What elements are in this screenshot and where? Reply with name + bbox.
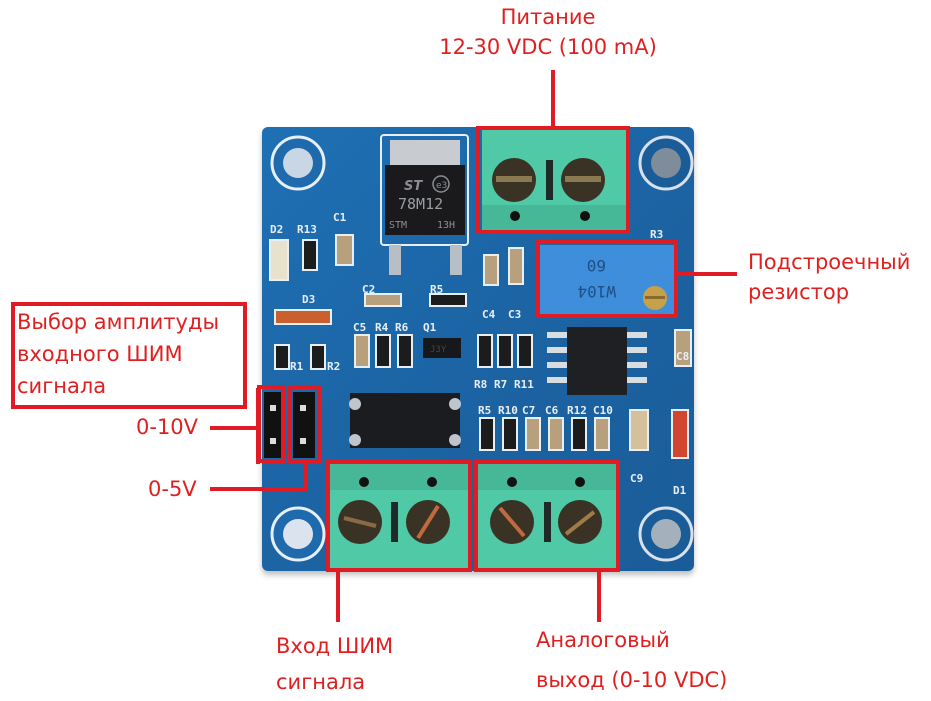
jumper-5v-highlight — [288, 385, 321, 463]
pwm-input-label-line-2: сигнала — [276, 670, 366, 694]
trimmer-marking-1: 60 — [587, 256, 606, 275]
jumper-5v-label: 0-5V — [148, 477, 197, 501]
power-label: Питание 12-30 VDC (100 mA) — [428, 2, 668, 62]
jumper-10v-label: 0-10V — [136, 415, 199, 439]
silk-q1: Q1 — [423, 321, 437, 334]
silk-r5-top: R5 — [430, 283, 443, 296]
pwm-input-highlight — [326, 460, 472, 572]
silk-r1: R1 — [290, 360, 304, 373]
amplitude-select-label: Выбор амплитуды входного ШИМ сигнала — [17, 306, 219, 402]
silk-r5: R5 — [478, 404, 491, 417]
silk-r6: R6 — [395, 321, 409, 334]
silkscreen-labels: D2 R13 C1 D3 C2 R5 C5 R4 R6 Q1 R1 R2 C4 … — [270, 211, 689, 497]
analog-output-terminal-block — [478, 464, 616, 568]
regulator-marking: 78M12 — [398, 195, 443, 213]
optocoupler — [349, 393, 461, 448]
power-terminal-block — [482, 130, 627, 230]
transistor-marking: J3Y — [430, 345, 447, 355]
st-logo-icon: ST — [404, 179, 423, 194]
silk-c2: C2 — [362, 283, 375, 296]
jumper-10v-leader-line — [210, 426, 258, 430]
pwm-input-terminal-block — [330, 464, 468, 568]
analog-output-highlight — [474, 460, 620, 572]
pwm-input-leader-line — [336, 572, 340, 622]
silk-r4: R4 — [375, 321, 389, 334]
regulator-code: 13H — [437, 220, 455, 231]
silk-d2: D2 — [270, 223, 283, 236]
rohs-mark: e3 — [436, 181, 447, 191]
mounting-hole-bottom-right — [638, 506, 694, 562]
silk-r13: R13 — [297, 223, 317, 236]
jumper-5v-leader-line-h — [210, 487, 308, 491]
power-terminal-highlight — [476, 126, 630, 234]
silk-r8: R8 — [474, 378, 487, 391]
silk-c7: C7 — [522, 404, 535, 417]
amplitude-select-box — [11, 302, 247, 409]
silk-c8: C8 — [676, 350, 689, 363]
trimmer-highlight — [535, 240, 678, 318]
power-label-line-1: Питание — [500, 5, 596, 29]
opamp-ic — [547, 327, 647, 395]
amplitude-label-line-1: Выбор амплитуды — [17, 310, 220, 334]
silk-c9: C9 — [630, 472, 643, 485]
mounting-hole-bottom-left — [270, 506, 326, 562]
silk-r7: R7 — [494, 378, 507, 391]
analog-output-leader-line — [597, 572, 601, 622]
mounting-hole-top-left — [270, 135, 326, 191]
trimmer-label-line-2: резистор — [748, 280, 850, 304]
power-leader-line — [551, 70, 555, 128]
silk-r10: R10 — [498, 404, 518, 417]
pwm-input-label: Вход ШИМ сигнала — [276, 628, 393, 700]
transistor-q1: J3Y — [423, 338, 461, 358]
jumper-10v-highlight — [257, 385, 285, 463]
smd-components — [269, 234, 692, 459]
trimmer-potentiometer: 60 W104 — [540, 245, 675, 315]
silk-c10: C10 — [593, 404, 613, 417]
amplitude-leader-line — [256, 388, 260, 464]
mounting-hole-top-right — [638, 135, 694, 191]
regulator-sub: STM — [389, 220, 407, 231]
trimmer-label-line-1: Подстроечный — [748, 250, 911, 274]
trimmer-marking-2: W104 — [577, 282, 616, 301]
jumper-5v-leader-line-v — [304, 461, 308, 491]
trimmer-label: Подстроечный резистор — [748, 247, 910, 307]
analog-output-label-line-1: Аналоговый — [536, 628, 670, 652]
silk-d1: D1 — [673, 484, 687, 497]
silk-r12: R12 — [567, 404, 587, 417]
silk-c3: C3 — [508, 308, 521, 321]
silk-c5: C5 — [353, 321, 366, 334]
voltage-regulator-78m12: ST e3 78M12 STM 13H — [380, 134, 469, 275]
jumper-headers — [264, 392, 315, 458]
pwm-input-label-line-1: Вход ШИМ — [276, 634, 394, 658]
silk-r3: R3 — [650, 228, 663, 241]
silk-c4: C4 — [482, 308, 496, 321]
amplitude-label-line-3: сигнала — [17, 374, 107, 398]
silk-c6: C6 — [545, 404, 559, 417]
trimmer-leader-line — [677, 272, 737, 276]
silk-c1: C1 — [333, 211, 347, 224]
analog-output-label-line-2: выход (0-10 VDC) — [536, 668, 728, 692]
silk-r11: R11 — [514, 378, 534, 391]
amplitude-label-line-2: входного ШИМ — [17, 342, 183, 366]
analog-output-label: Аналоговый выход (0-10 VDC) — [536, 620, 727, 700]
silk-d3: D3 — [302, 293, 315, 306]
power-label-line-2: 12-30 VDC (100 mA) — [439, 35, 657, 59]
silk-r2: R2 — [327, 360, 340, 373]
